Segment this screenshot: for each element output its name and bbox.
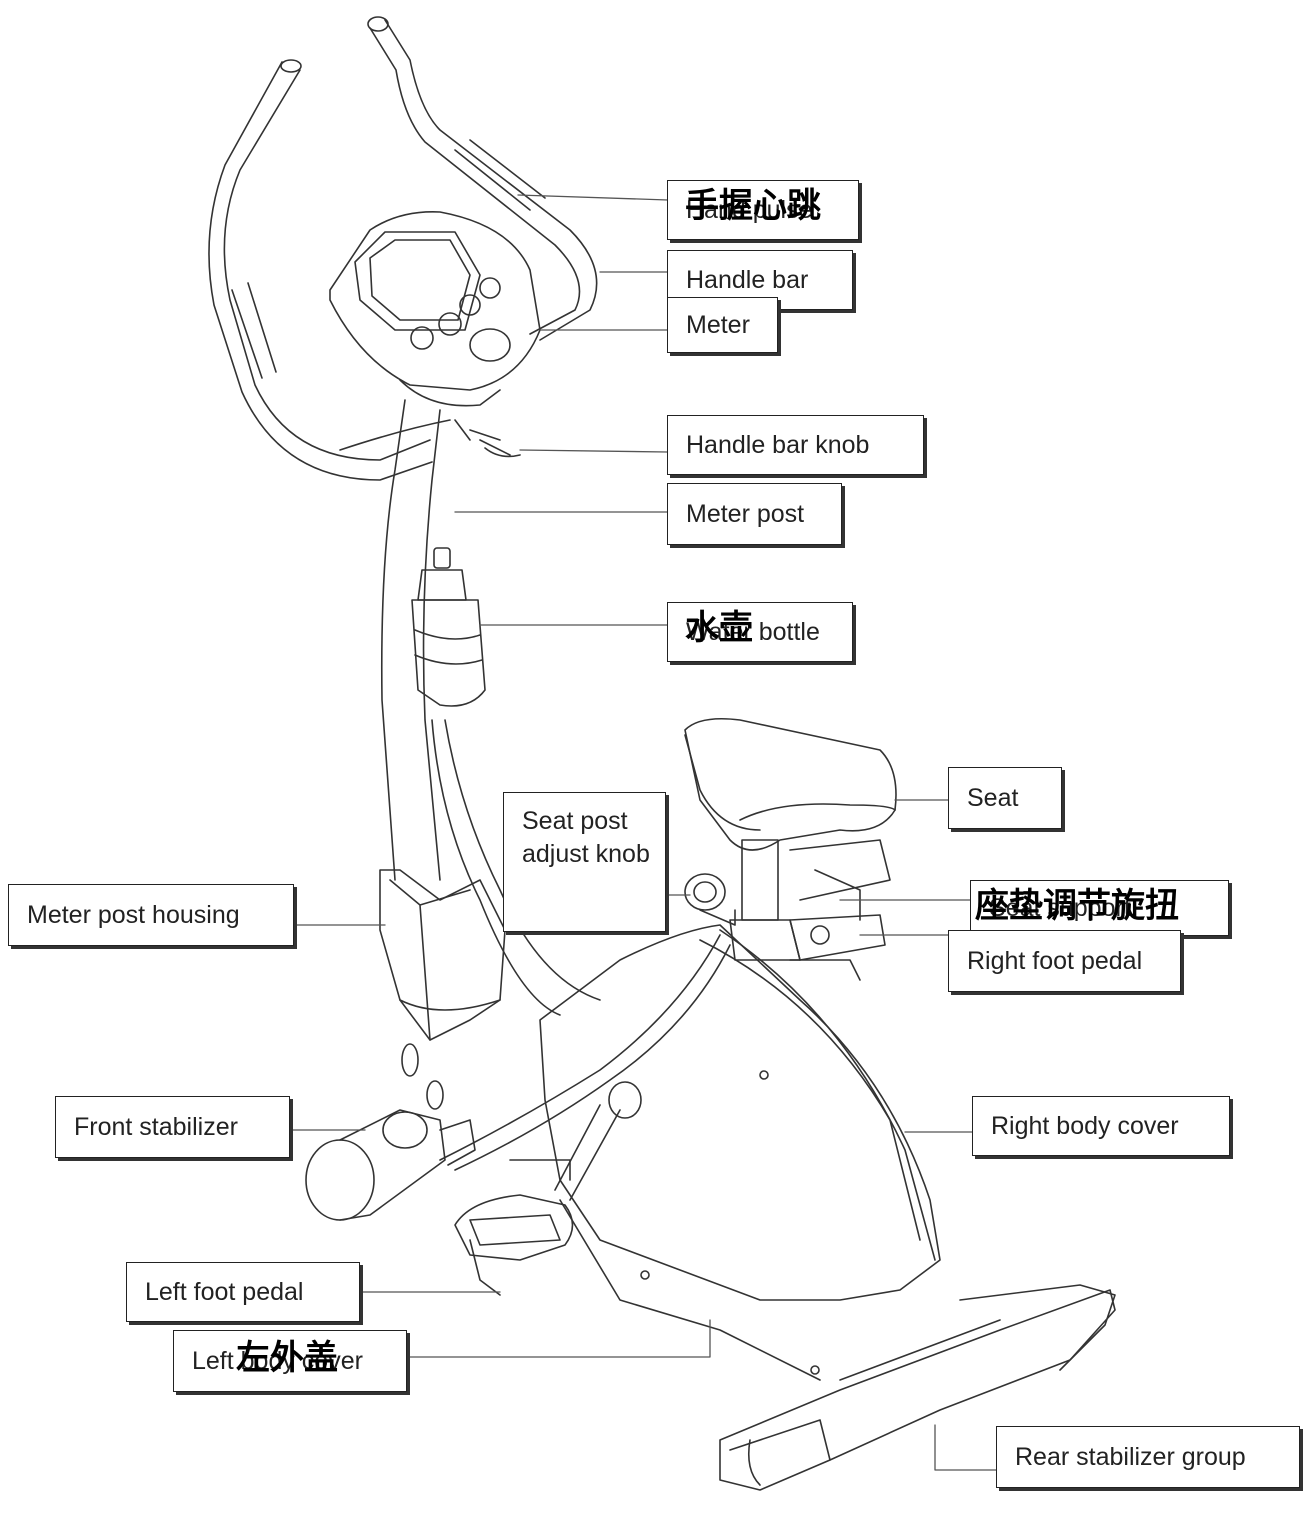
meter-drawing: [329, 211, 541, 407]
label-seat-support: Seat support: [970, 880, 1229, 936]
label-left-foot-pedal-text: Left foot pedal: [145, 1277, 304, 1306]
label-left-foot-pedal: Left foot pedal: [126, 1262, 360, 1322]
label-meter-post: Meter post: [667, 483, 842, 545]
label-hand-pulse: Hand pulse: [667, 180, 859, 240]
label-seat: Seat: [948, 767, 1062, 829]
label-right-body-cover-text: Right body cover: [991, 1111, 1179, 1140]
label-meter-post-housing-text: Meter post housing: [27, 900, 240, 929]
label-front-stabilizer-text: Front stabilizer: [74, 1112, 238, 1141]
meter-post-drawing: [380, 399, 601, 1016]
seat-drawing: [684, 717, 897, 961]
label-rear-stabilizer-group-text: Rear stabilizer group: [1015, 1442, 1246, 1471]
label-front-stabilizer: Front stabilizer: [55, 1096, 290, 1158]
meter-post-housing-drawing: [379, 869, 506, 1110]
label-water-bottle: Water bottle: [667, 602, 853, 662]
label-seat-support-cn: 座垫调节旋扭: [975, 886, 1179, 926]
handle-bar-drawing: [208, 16, 598, 481]
label-handle-bar-text: Handle bar: [686, 265, 809, 294]
label-meter-post-housing: Meter post housing: [8, 884, 294, 946]
label-hand-pulse-cn: 手握心跳: [685, 186, 821, 226]
label-seat-post-adjust-knob-text: Seat post adjust knob: [522, 807, 650, 868]
label-right-foot-pedal: Right foot pedal: [948, 930, 1181, 992]
water-bottle-drawing: [411, 547, 486, 707]
label-left-body-cover-cn: 左外盖: [236, 1338, 338, 1378]
label-handle-bar-knob-text: Handle bar knob: [686, 430, 870, 459]
label-seat-post-adjust-knob: Seat post adjust knob: [503, 792, 666, 932]
label-left-body-cover: Left body cover: [173, 1330, 407, 1392]
label-water-bottle-cn: 水壶: [685, 608, 753, 648]
label-meter-text: Meter: [686, 310, 750, 339]
label-meter: Meter: [667, 297, 778, 353]
label-right-body-cover: Right body cover: [972, 1096, 1230, 1156]
front-stabilizer-drawing: [305, 1109, 476, 1221]
label-rear-stabilizer-group: Rear stabilizer group: [996, 1426, 1300, 1488]
body-frame-drawing: [439, 924, 941, 1381]
label-seat-text: Seat: [967, 783, 1019, 812]
left-foot-pedal-drawing: [454, 1081, 642, 1296]
label-seat-support-text: Seat support: [989, 893, 1131, 922]
leader-lines: [289, 194, 997, 1471]
label-left-body-cover-text: Left body cover: [192, 1346, 363, 1375]
label-water-bottle-text: Water bottle: [686, 617, 820, 646]
label-handle-bar-knob: Handle bar knob: [667, 415, 924, 475]
label-meter-post-text: Meter post: [686, 499, 805, 528]
right-foot-pedal-drawing: [789, 914, 886, 981]
label-right-foot-pedal-text: Right foot pedal: [967, 946, 1143, 975]
label-hand-pulse-text: Hand pulse: [686, 195, 813, 224]
seat-post-adjust-knob-drawing: [684, 873, 736, 926]
rear-stabilizer-drawing: [719, 1284, 1116, 1491]
